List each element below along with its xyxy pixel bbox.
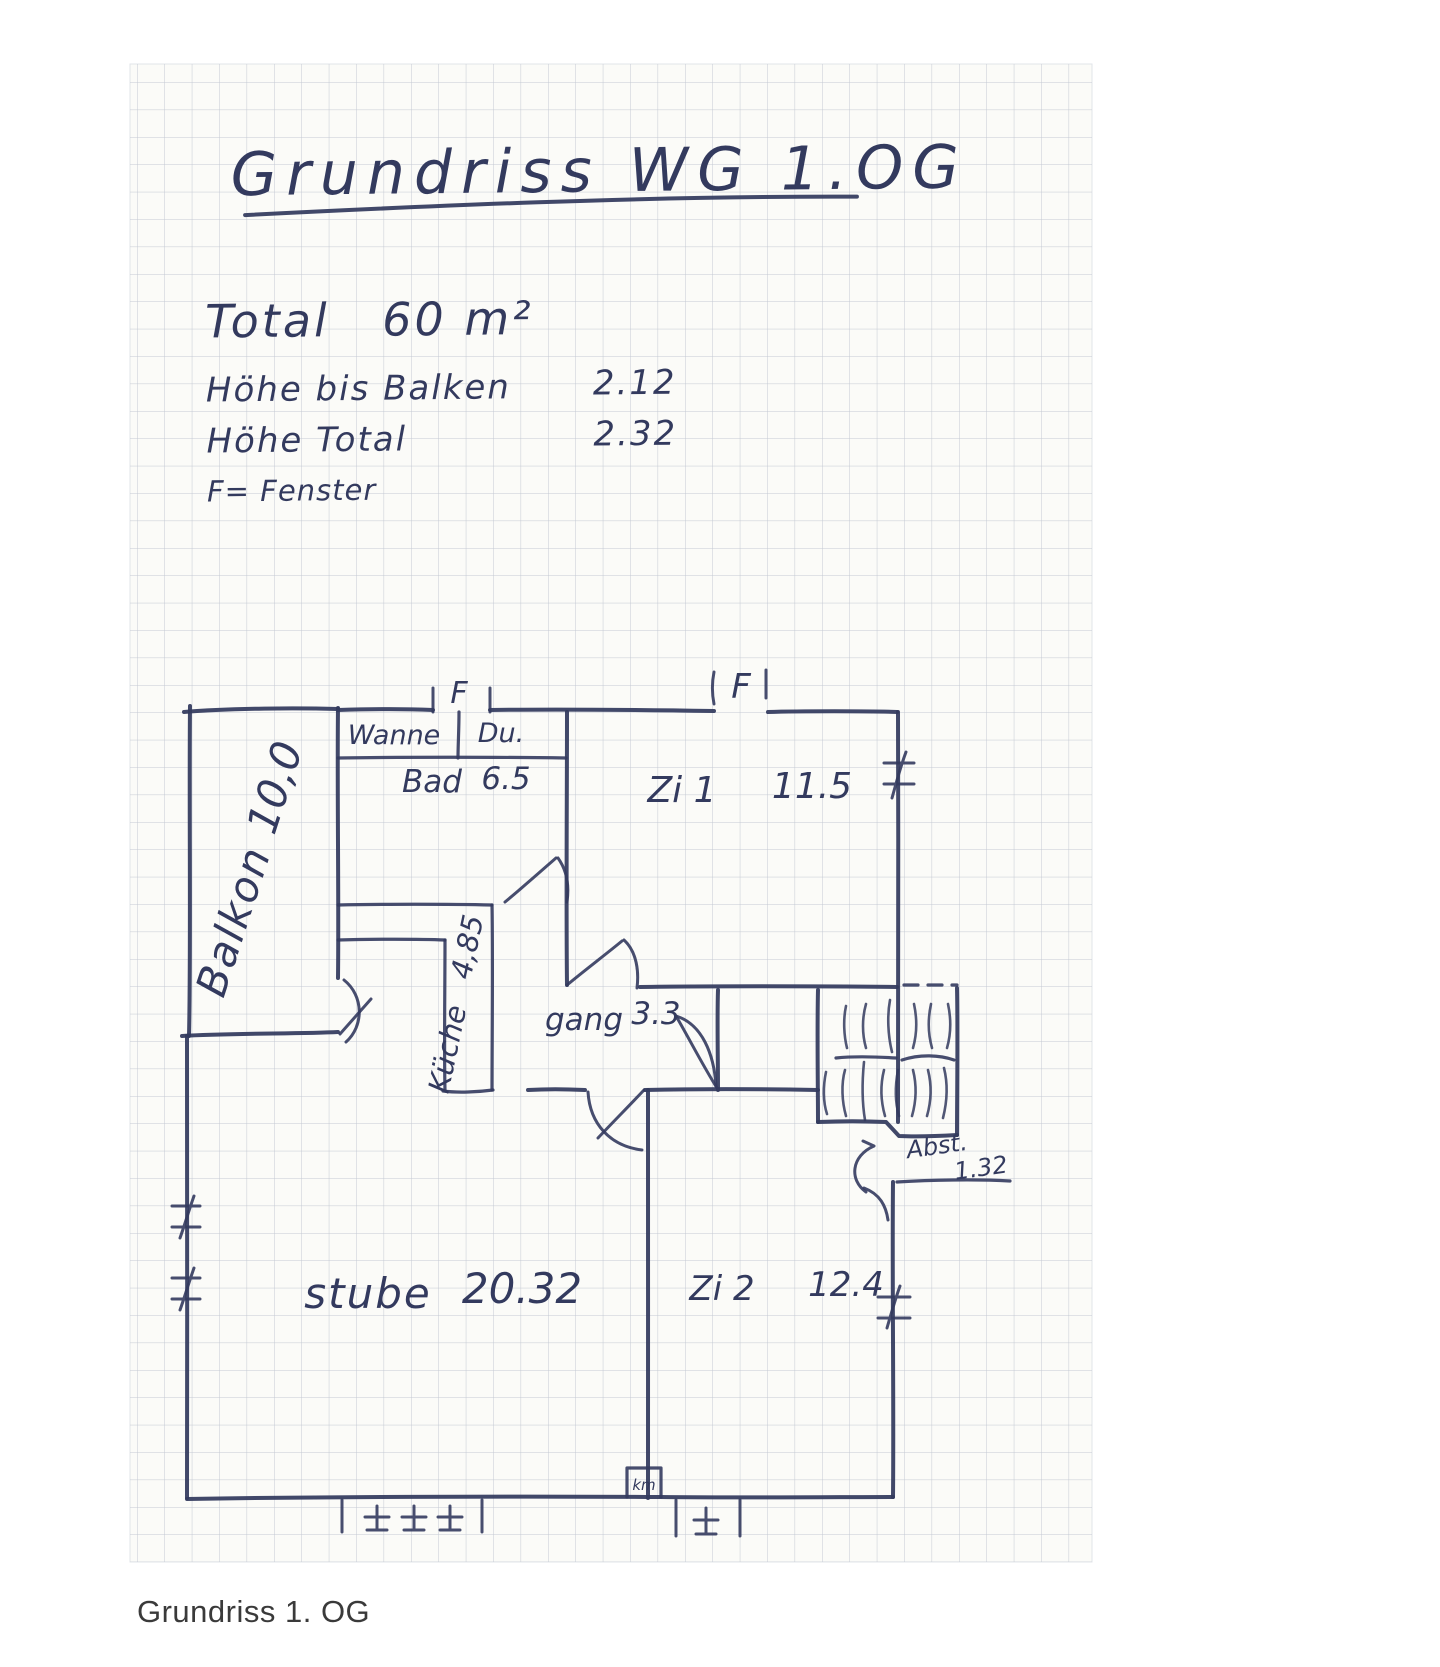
page-caption: Grundriss 1. OG bbox=[137, 1594, 370, 1629]
header-notes: Grundriss WG 1.OG Total 60 m² Höhe bis B… bbox=[205, 133, 968, 509]
height-total-value: 2.32 bbox=[593, 414, 677, 455]
title-underline bbox=[243, 194, 859, 218]
room-label-dusche: Du. bbox=[478, 718, 525, 749]
stairs-door-leaf bbox=[674, 1014, 719, 1090]
bad-door-leaf bbox=[503, 856, 558, 904]
wall-kueche-top bbox=[336, 937, 447, 942]
wall-bad-bottom bbox=[336, 902, 494, 907]
wall-gang-bottom-left bbox=[526, 1087, 587, 1092]
wall-wanne-du-bottom bbox=[336, 755, 568, 760]
wall-top-3 bbox=[766, 709, 899, 714]
room-area-stube: 20.32 bbox=[462, 1264, 582, 1313]
window-mark-bottom-1c bbox=[436, 1504, 464, 1532]
balkon-door-arc bbox=[342, 978, 361, 1044]
window-mark-bottom-2a bbox=[692, 1506, 720, 1536]
wall-zi2-right bbox=[890, 1180, 896, 1499]
window-mark-zi1-right bbox=[882, 750, 916, 800]
window-letter-2: F bbox=[731, 667, 751, 707]
wall-apartment-left bbox=[335, 706, 341, 980]
room-area-bad: 6.5 bbox=[481, 761, 530, 797]
height-beam-value: 2.12 bbox=[593, 363, 677, 404]
zi1-door-arc bbox=[622, 938, 640, 990]
stube-door-leaf bbox=[596, 1088, 646, 1140]
window-ticks-bottom-2 bbox=[674, 1498, 742, 1538]
wall-stairs-mid-1 bbox=[834, 1055, 898, 1060]
wall-balkon-top bbox=[182, 706, 340, 714]
stube-door-arc bbox=[586, 1090, 644, 1152]
room-area-gang: 3.3 bbox=[631, 996, 680, 1032]
graph-paper-sheet bbox=[129, 63, 1093, 1563]
window-mark-zi2-right bbox=[876, 1284, 912, 1330]
wall-wanne-du-divider bbox=[456, 710, 461, 760]
window-ticks-top-2 bbox=[711, 668, 768, 706]
room-label-gang: gang bbox=[545, 1002, 623, 1038]
wall-stube-left bbox=[184, 1034, 190, 1500]
windows: F F bbox=[170, 667, 916, 1538]
room-label-wanne: Wanne bbox=[348, 720, 441, 751]
stairs-hatching bbox=[822, 998, 952, 1122]
window-ticks-top-1 bbox=[431, 686, 492, 714]
wall-top-1 bbox=[336, 707, 435, 712]
legend-text: F= Fenster bbox=[207, 473, 378, 509]
wall-stairs-mid-2 bbox=[900, 1054, 956, 1062]
kamin-box bbox=[625, 1466, 663, 1499]
doors bbox=[338, 856, 890, 1222]
window-mark-stube-left-2 bbox=[170, 1266, 202, 1312]
room-label-zi2: Zi 2 bbox=[688, 1269, 754, 1309]
zi1-door-leaf bbox=[565, 939, 624, 987]
wall-stairs-bottom bbox=[816, 1119, 959, 1139]
room-label-stube: stube bbox=[304, 1269, 431, 1318]
zi2-door-arc bbox=[862, 1186, 890, 1222]
window-mark-stube-left-1 bbox=[170, 1194, 202, 1240]
window-mark-bottom-1b bbox=[400, 1504, 428, 1532]
wall-gang-top bbox=[638, 984, 899, 989]
balkon-door-leaf bbox=[338, 997, 373, 1036]
window-letter-1: F bbox=[450, 676, 468, 711]
room-label-bad: Bad bbox=[402, 764, 462, 800]
kamin-label: km bbox=[632, 1476, 655, 1494]
wall-top-2 bbox=[488, 707, 716, 713]
room-area-zi2: 12.4 bbox=[808, 1265, 884, 1305]
wall-bottom bbox=[185, 1494, 895, 1501]
window-ticks-bottom-1 bbox=[340, 1498, 484, 1534]
wall-abst-bottom bbox=[895, 1178, 1012, 1184]
total-value: 60 m² bbox=[382, 291, 534, 347]
bad-door-arc bbox=[556, 856, 570, 904]
window-mark-bottom-1a bbox=[363, 1504, 391, 1532]
room-label-zi1: Zi 1 bbox=[646, 770, 716, 811]
height-beam-label: Höhe bis Balken bbox=[206, 367, 511, 410]
room-area-zi1: 11.5 bbox=[772, 766, 852, 807]
wall-gang-bottom-right bbox=[643, 1087, 820, 1092]
total-label: Total bbox=[205, 293, 330, 348]
wall-kueche-bottom bbox=[441, 1088, 495, 1094]
wall-balkon-left bbox=[187, 704, 192, 1038]
stairs-door-arc bbox=[674, 1014, 718, 1088]
wall-stube-zi2-divider bbox=[645, 1088, 651, 1500]
abst-arrow bbox=[853, 1139, 876, 1194]
height-total-label: Höhe Total bbox=[206, 419, 407, 461]
wall-balkon-bottom bbox=[180, 1030, 340, 1038]
walls bbox=[180, 704, 1012, 1501]
